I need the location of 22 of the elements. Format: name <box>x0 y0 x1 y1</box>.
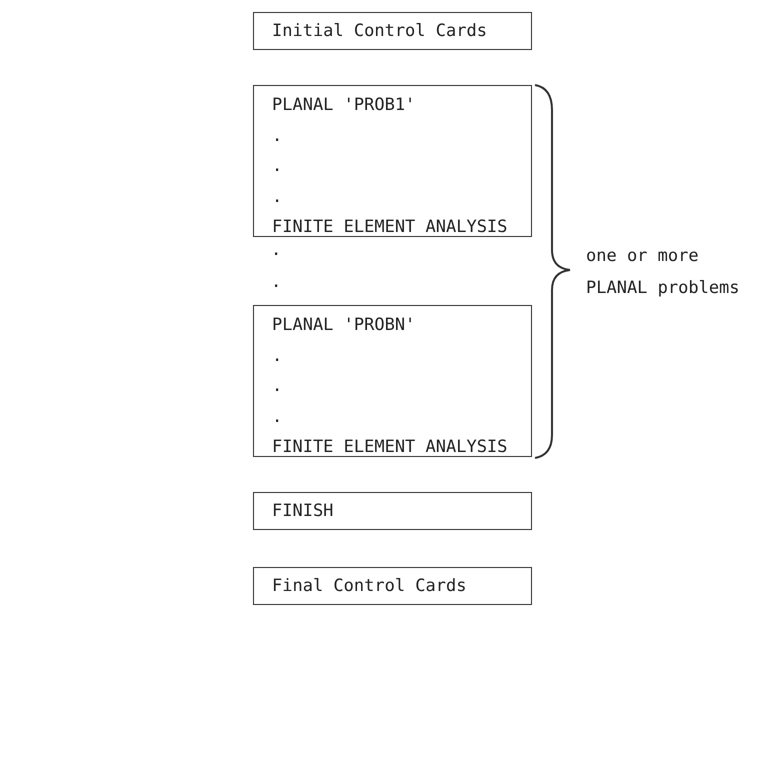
card-box <box>253 567 532 605</box>
ellipsis-dot: . <box>272 346 282 366</box>
card-text: PLANAL 'PROBN' <box>272 315 416 335</box>
note-text: PLANAL problems <box>586 278 740 298</box>
card-box <box>253 305 532 457</box>
card-text: FINITE ELEMENT ANALYSIS <box>272 217 508 237</box>
card-text: PLANAL 'PROB1' <box>272 95 416 115</box>
card-box <box>253 492 532 530</box>
ellipsis-dot: . <box>272 406 282 426</box>
card-box <box>253 85 532 237</box>
ellipsis-dot: . <box>272 376 282 396</box>
card-box <box>253 12 532 50</box>
ellipsis-dot: . <box>271 240 282 260</box>
ellipsis-dot: . <box>272 126 282 146</box>
card-text: Final Control Cards <box>272 576 466 596</box>
card-text: FINITE ELEMENT ANALYSIS <box>272 437 508 457</box>
note-text: one or more <box>586 246 699 266</box>
ellipsis-dot: . <box>272 186 282 206</box>
card-text: FINISH <box>272 501 334 521</box>
card-text: Initial Control Cards <box>272 21 487 41</box>
ellipsis-dot: . <box>272 156 282 176</box>
ellipsis-dot: . <box>271 272 282 292</box>
